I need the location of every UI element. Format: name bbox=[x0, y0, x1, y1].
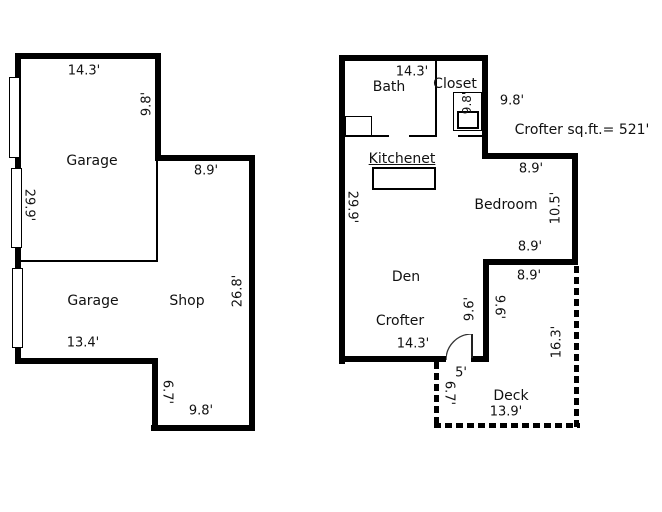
garage-window-2 bbox=[11, 168, 22, 248]
garage-window-3 bbox=[12, 268, 23, 348]
room-label-shop: Shop bbox=[169, 293, 205, 309]
dim-crofter-left: 29.9' bbox=[344, 190, 360, 224]
dim-shop-top: 8.9' bbox=[193, 163, 219, 179]
dim-bedroom-top: 8.9' bbox=[518, 161, 544, 177]
den-wall-bottom bbox=[339, 356, 446, 362]
bedroom-wall-bottom bbox=[483, 259, 578, 265]
room-label-bedroom: Bedroom bbox=[474, 197, 538, 213]
room-label-den: Den bbox=[391, 269, 421, 285]
room-label-garage-upper: Garage bbox=[66, 153, 118, 169]
dim-deck-bottom: 13.9' bbox=[489, 404, 523, 420]
deck-wall-left bbox=[434, 362, 439, 424]
dim-shop-right: 26.8' bbox=[230, 274, 246, 308]
dim-deck-top: 8.9' bbox=[516, 268, 542, 284]
dim-deck-right: 16.3' bbox=[549, 325, 565, 359]
shop-wall-right bbox=[249, 155, 255, 431]
garage-wall-top bbox=[15, 53, 161, 59]
room-label-garage-lower: Garage bbox=[67, 293, 119, 309]
deck-wall-right bbox=[574, 266, 579, 428]
closet-fixture-inner bbox=[457, 111, 479, 129]
dim-garage-top: 14.3' bbox=[67, 63, 101, 79]
dim-bedroom-right: 10.5' bbox=[548, 191, 564, 225]
dim-den-bottom: 14.3' bbox=[396, 336, 430, 352]
crofter-wall-right-top bbox=[482, 55, 488, 159]
deck-wall-bottom bbox=[434, 423, 580, 428]
room-label-closet: Closet bbox=[433, 76, 477, 92]
dim-closet: 9.8' bbox=[460, 91, 474, 115]
garage-upper-wall-right bbox=[155, 53, 161, 161]
garage-window-1 bbox=[9, 77, 20, 158]
garage-lower-wall-bottom bbox=[15, 358, 155, 364]
room-label-deck: Deck bbox=[493, 388, 529, 404]
dim-deck-left: 6.7' bbox=[441, 380, 457, 406]
garage-interior-wall-horizontal bbox=[21, 260, 158, 262]
plan-title: Crofter sq.ft.= 521' bbox=[514, 122, 650, 138]
garage-interior-wall-vertical bbox=[156, 161, 158, 260]
closet-wall-south bbox=[458, 135, 483, 137]
bedroom-wall-right bbox=[572, 153, 578, 265]
dim-garage-upper-right: 9.8' bbox=[139, 91, 155, 117]
shop-wall-bottom bbox=[151, 425, 255, 431]
bath-wall-south-right bbox=[409, 135, 437, 137]
dim-garage-notch: 6.7' bbox=[159, 379, 175, 405]
dim-den-wall-outside: 9.6' bbox=[491, 294, 507, 320]
dim-bedroom-bottom: 8.9' bbox=[517, 239, 543, 255]
crofter-wall-left bbox=[339, 55, 345, 364]
kitchen-counter bbox=[372, 167, 436, 190]
room-label-kitchenet: Kitchenet bbox=[368, 151, 436, 167]
den-door-leaf bbox=[471, 334, 473, 358]
dim-shop-bottom: 9.8' bbox=[188, 403, 214, 419]
dim-crofter-right-top: 9.8' bbox=[499, 93, 525, 109]
bath-vanity bbox=[345, 116, 372, 136]
bedroom-wall-top bbox=[482, 153, 578, 159]
dim-garage-left: 29.9' bbox=[21, 188, 37, 222]
garage-notch-wall bbox=[152, 358, 158, 430]
room-label-crofter: Crofter bbox=[375, 313, 425, 329]
dim-garage-lower-bottom: 13.4' bbox=[66, 335, 100, 351]
dim-den-wall-inside: 9.6' bbox=[462, 296, 478, 322]
shop-wall-top bbox=[155, 155, 255, 161]
bath-closet-divider-wall bbox=[435, 61, 437, 136]
bath-wall-south-left bbox=[345, 135, 389, 137]
room-label-bath: Bath bbox=[372, 79, 406, 95]
den-wall-bottom-stub bbox=[471, 356, 489, 362]
crofter-wall-top bbox=[339, 55, 488, 61]
den-wall-right bbox=[483, 259, 489, 362]
den-door-arc bbox=[446, 334, 473, 361]
dim-door: 5' bbox=[455, 365, 467, 381]
dim-crofter-top: 14.3' bbox=[395, 64, 429, 80]
